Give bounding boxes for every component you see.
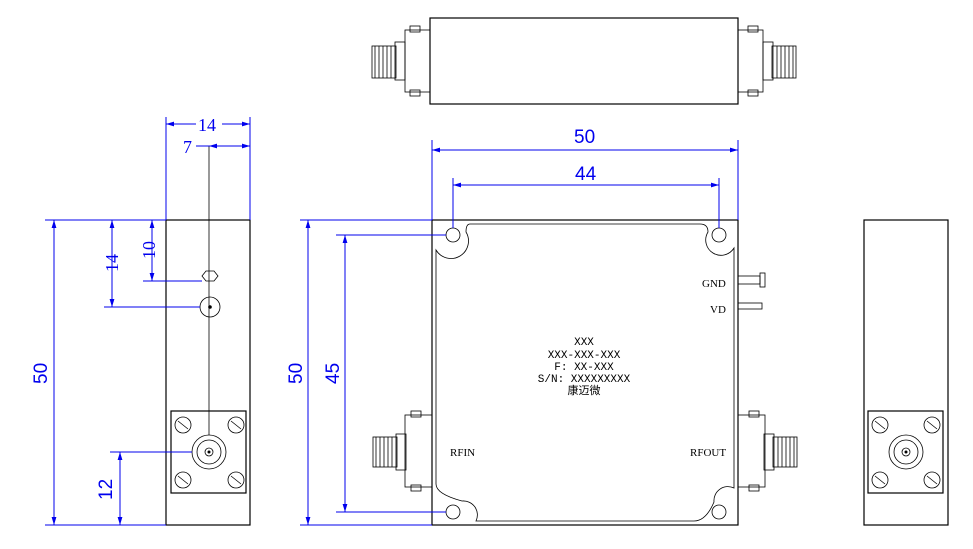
dim-side-conn-bottom: 12 [96, 479, 117, 500]
marking-line-2: XXX-XXX-XXX [548, 350, 621, 362]
side-view-dimensions: 14 7 10 14 50 12 [31, 115, 251, 526]
right-side-body [863, 219, 949, 526]
vd-pin [737, 302, 763, 310]
rfout-label: RFOUT [690, 447, 726, 459]
top-left-connector [371, 25, 431, 97]
dim-side-width: 14 [198, 115, 216, 135]
mount-hole-tr [711, 227, 727, 243]
top-view-body [429, 17, 739, 105]
hex-nut-icon [201, 270, 219, 282]
dim-front-height: 50 [286, 363, 307, 384]
mount-hole-tl [445, 227, 461, 243]
gnd-pin [737, 272, 766, 288]
marking-line-3: F: XX-XXX [554, 362, 614, 374]
rfout-connector [737, 410, 798, 492]
dim-side-hole-top: 10 [139, 241, 159, 259]
dim-side-half: 7 [183, 137, 192, 157]
dim-front-hole-y: 45 [323, 363, 344, 384]
front-view-dimensions: 50 44 50 45 [286, 127, 739, 526]
mount-hole-bl [445, 504, 461, 520]
top-view [371, 17, 797, 105]
right-connector-flange [867, 410, 944, 494]
marking-line-4: S/N: XXXXXXXXX [538, 374, 631, 386]
dim-front-width: 50 [574, 127, 595, 148]
gnd-label: GND [702, 278, 726, 290]
top-right-connector [737, 25, 797, 97]
dim-front-hole-x: 44 [575, 164, 597, 185]
rfin-label: RFIN [450, 447, 475, 459]
front-view: GND VD RFIN RFOUT [372, 219, 798, 526]
vd-label: VD [710, 304, 726, 316]
rfin-connector [372, 410, 433, 492]
product-marking: XXX XXX-XXX-XXX F: XX-XXX S/N: XXXXXXXXX… [538, 337, 631, 398]
marking-line-1: XXX [574, 337, 594, 349]
dim-side-height: 50 [31, 363, 52, 384]
front-view-body [431, 219, 739, 526]
marking-line-5: 康迈微 [568, 383, 601, 398]
side-view-body [165, 219, 251, 526]
dim-side-conn-top: 14 [102, 254, 122, 272]
right-side-view [863, 219, 949, 526]
mount-hole-br [711, 504, 727, 520]
lid-outline [435, 223, 735, 522]
side-view [165, 146, 251, 526]
